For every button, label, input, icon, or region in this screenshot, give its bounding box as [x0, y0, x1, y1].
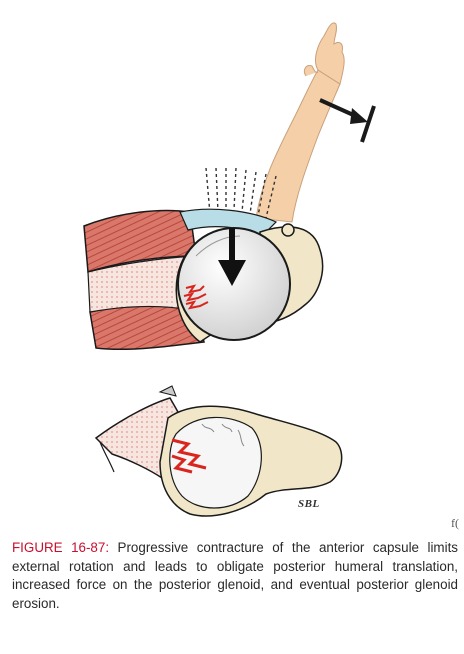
edge-text-fragment: f( — [451, 516, 459, 530]
figure-label: FIGURE 16-87: — [12, 540, 110, 555]
motion-lines — [205, 167, 277, 219]
external-rotation-arrow-icon — [319, 98, 376, 143]
figure-caption: FIGURE 16-87: Progressive contracture of… — [12, 539, 458, 613]
eroded-glenoid-section — [94, 385, 343, 517]
arm — [255, 22, 345, 223]
shoulder-cross-section — [83, 208, 324, 351]
anatomical-illustration — [83, 22, 376, 517]
caption-text: Progressive contracture of the anterior … — [12, 540, 458, 611]
posterior-force-arrow-icon — [218, 228, 246, 286]
glenoid-erosion-arrows-icon — [183, 284, 209, 310]
artist-signature: SBL — [298, 498, 320, 510]
